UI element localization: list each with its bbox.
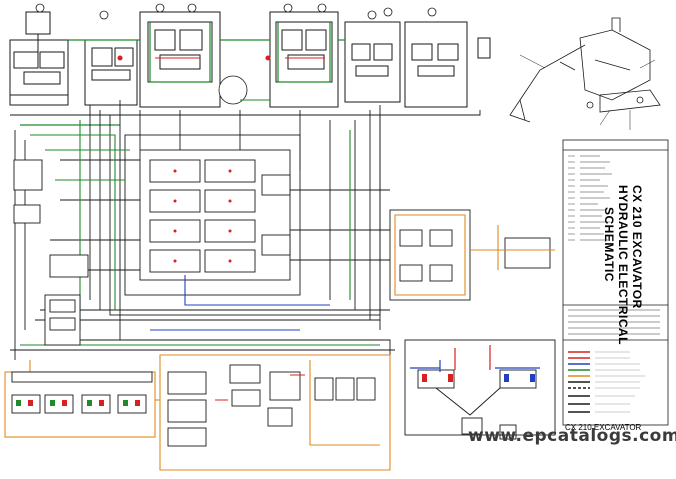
bottom-middle-orange bbox=[159, 354, 391, 471]
bottom-right-blue bbox=[410, 360, 540, 372]
central-wiring-dark bbox=[10, 100, 481, 380]
bottom-left-markers bbox=[16, 400, 140, 406]
title-line-3: SCHEMATIC bbox=[602, 207, 616, 282]
central-valve-markers bbox=[173, 169, 232, 263]
legend-footer-title: CX 210 EXCAVATOR bbox=[565, 423, 642, 432]
bottom-right-travel-group bbox=[404, 339, 556, 440]
right-middle-orange bbox=[394, 214, 555, 296]
top-connectors bbox=[35, 3, 437, 105]
top-valve-block-5 bbox=[404, 21, 491, 108]
watermark: www.epcatalogs.com bbox=[468, 426, 676, 446]
legend-text-lines bbox=[568, 155, 660, 335]
bottom-right-of-middle-valves bbox=[314, 377, 376, 401]
bottom-right-markers bbox=[422, 374, 535, 382]
top-valve-block-2 bbox=[139, 11, 221, 108]
top-green-circuits bbox=[20, 22, 345, 126]
top-valve-block-3 bbox=[269, 11, 339, 108]
excavator-outline bbox=[509, 17, 661, 123]
title-line-2: HYDRAULIC ELECTRICAL bbox=[616, 185, 630, 345]
top-valve-block-1 bbox=[84, 39, 138, 106]
top-valve-block-4 bbox=[344, 21, 401, 103]
right-middle-valve-group bbox=[389, 209, 551, 301]
title-line-1: CX 210 EXCAVATOR bbox=[630, 185, 644, 309]
legend-desc-lines bbox=[595, 351, 645, 413]
excavator-labels bbox=[519, 54, 656, 130]
central-wiring-blue bbox=[150, 275, 330, 331]
bottom-left-cylinders bbox=[11, 371, 153, 414]
top-red-circuits bbox=[117, 55, 325, 61]
legend-line-samples bbox=[568, 351, 590, 413]
top-left-valve-block bbox=[9, 11, 69, 106]
legend-panel bbox=[562, 139, 669, 426]
bottom-middle-valves bbox=[167, 364, 301, 447]
bottom-right-red bbox=[454, 345, 491, 370]
left-components bbox=[13, 159, 89, 346]
bottom-middle-red bbox=[215, 374, 305, 401]
central-main-valve bbox=[149, 159, 291, 273]
